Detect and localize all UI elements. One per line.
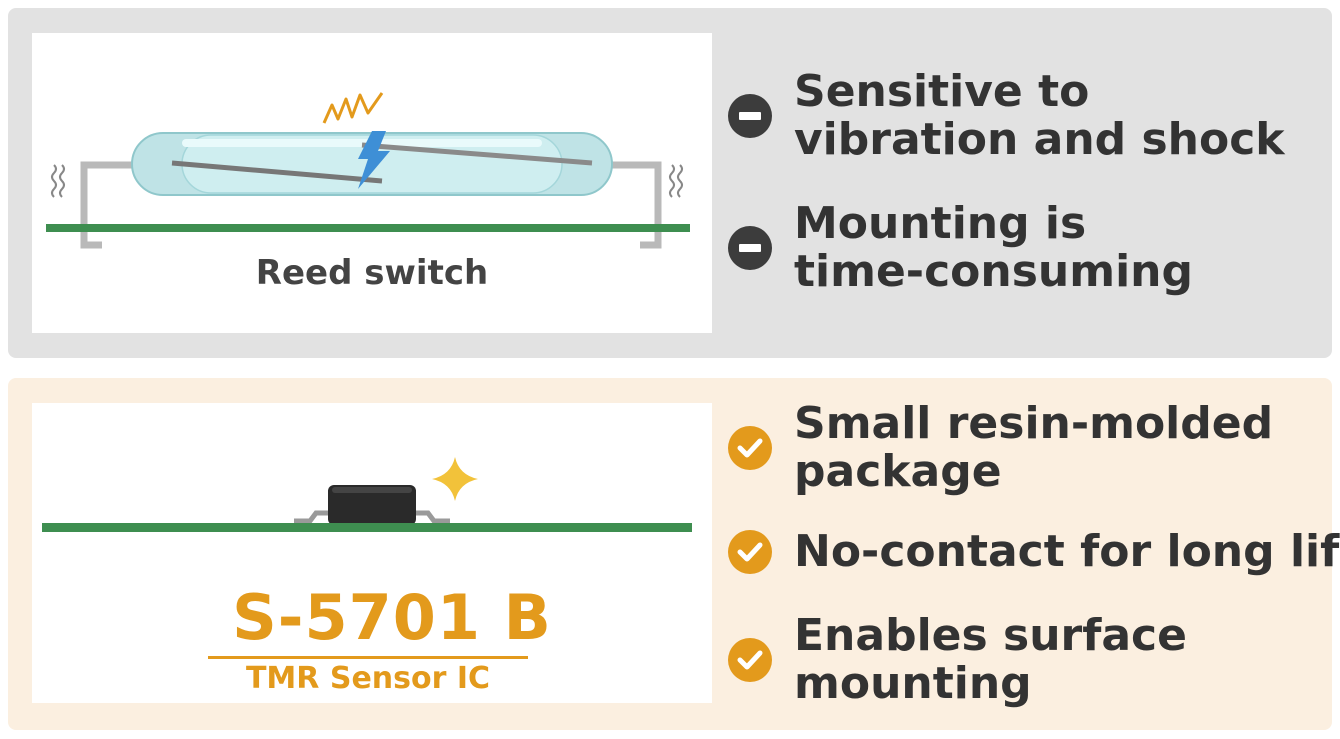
check-icon <box>728 426 772 470</box>
reed-contact-left <box>171 160 383 184</box>
drawback-text: vibration and shock <box>794 114 1285 165</box>
ic-package <box>328 485 416 525</box>
minus-icon <box>728 94 772 138</box>
ic-right-lead <box>414 510 450 524</box>
lightning-icon <box>358 131 390 189</box>
ic-left-lead <box>294 510 330 524</box>
drawback-text: Sensitive to <box>794 66 1090 117</box>
reed-switch-diagram <box>46 92 690 249</box>
reed-switch-illustration: Reed switch <box>32 33 712 333</box>
left-lead <box>80 161 167 249</box>
drawback-item: Sensitive to vibration and shock <box>728 68 1285 164</box>
tmr-sensor-illustration: S-5701 B TMR Sensor IC <box>32 403 712 703</box>
drawback-item: Mounting is time-consuming <box>728 200 1193 296</box>
tmr-benefits: Small resin-molded package No-contact fo… <box>728 378 1340 730</box>
part-number-underline <box>208 656 528 659</box>
check-icon <box>728 638 772 682</box>
benefit-item: Small resin-molded package <box>728 400 1273 496</box>
part-subtitle: TMR Sensor IC <box>245 661 491 696</box>
tmr-sensor-panel: S-5701 B TMR Sensor IC Small resin-molde… <box>8 378 1340 730</box>
drawback-text: Mounting is <box>794 198 1087 249</box>
part-number: S-5701 B <box>232 581 552 654</box>
reed-switch-panel: Reed switch Sensitive to vibration and s… <box>8 8 1332 358</box>
reed-contact-right <box>361 142 593 166</box>
right-lead <box>597 161 662 249</box>
benefit-item: Enables surface mounting <box>728 612 1187 708</box>
pcb-board <box>46 224 690 232</box>
spark-icon <box>322 92 384 124</box>
pcb-board <box>42 523 692 532</box>
benefit-item: No-contact for long life <box>728 528 1340 576</box>
reed-drawbacks: Sensitive to vibration and shock Mountin… <box>728 8 1328 358</box>
benefit-text: Small resin-molded <box>794 398 1274 449</box>
benefit-text: package <box>794 446 1002 497</box>
vibration-right-icon <box>669 164 683 198</box>
benefit-text: No-contact for long life <box>794 526 1340 577</box>
vibration-left-icon <box>51 164 65 198</box>
tmr-sensor-diagram <box>42 457 692 532</box>
check-icon <box>728 530 772 574</box>
sparkle-icon <box>432 457 478 501</box>
reed-switch-caption: Reed switch <box>255 253 489 293</box>
benefit-text: Enables surface <box>794 610 1187 661</box>
benefit-text: mounting <box>794 658 1032 709</box>
minus-icon <box>728 226 772 270</box>
drawback-text: time-consuming <box>794 246 1193 297</box>
